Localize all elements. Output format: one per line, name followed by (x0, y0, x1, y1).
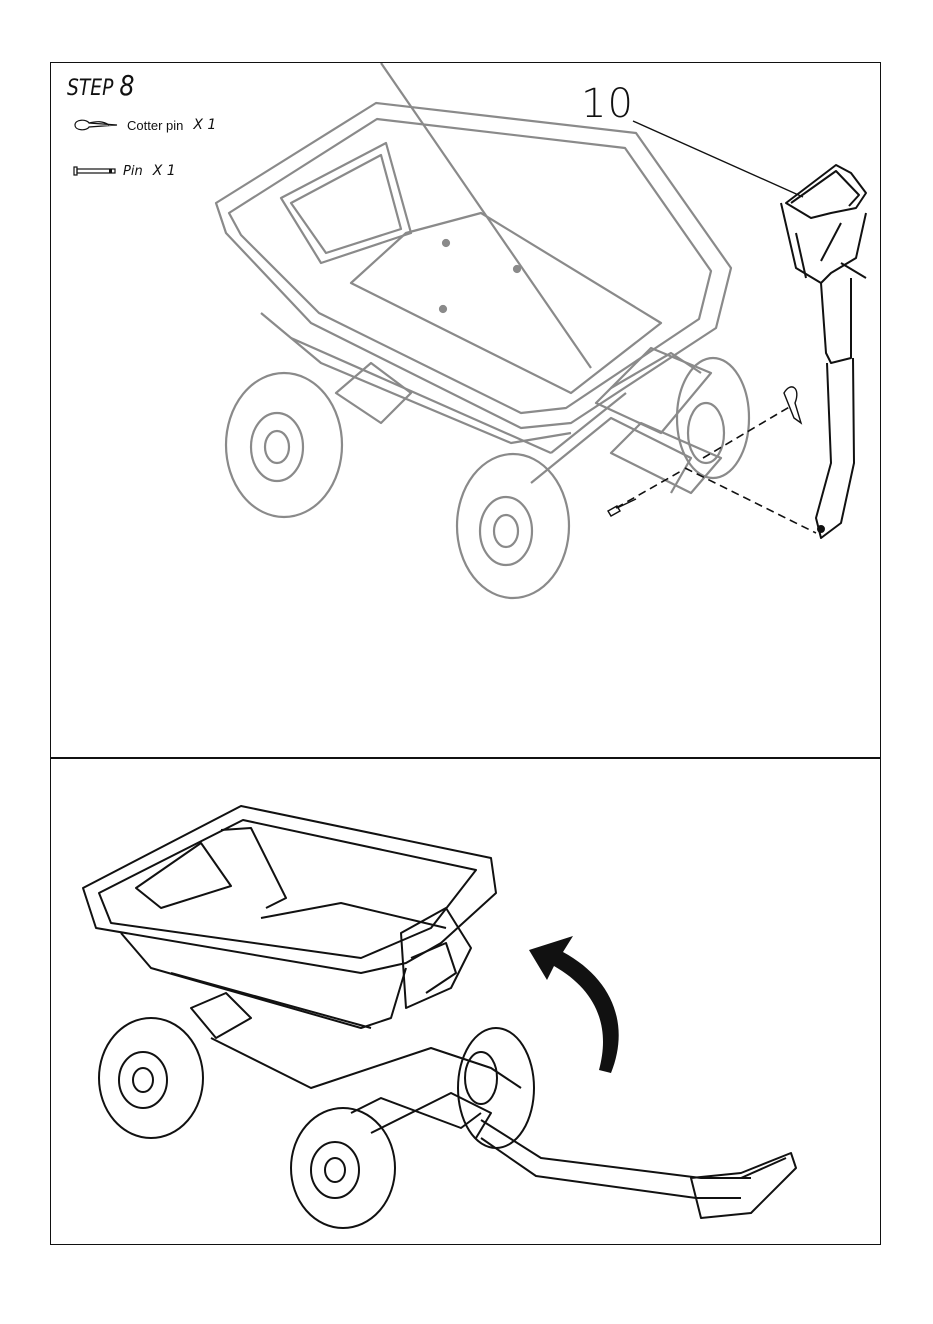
result-panel (50, 757, 881, 1245)
rotation-arrow-icon (529, 936, 619, 1073)
assembly-illustration (51, 63, 882, 760)
callout-leader (633, 121, 803, 197)
pin-part (608, 499, 636, 516)
step-panel-assembly: STEP 8 Cotter pin X 1 Pin X 1 10 (50, 62, 881, 759)
handle-part-10 (781, 165, 866, 538)
completed-cart-illustration (51, 758, 882, 1246)
wheels (226, 358, 749, 598)
cart-body (216, 63, 731, 493)
cotter-pin-part (784, 387, 801, 423)
